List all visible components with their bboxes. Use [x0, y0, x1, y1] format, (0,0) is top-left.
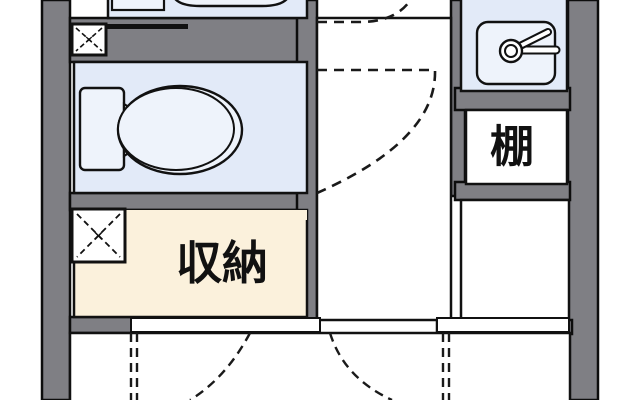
storage-notch [124, 210, 307, 220]
window-x-mark-b [75, 27, 103, 52]
wall-right-outer [566, 0, 600, 400]
toilet-fixture [78, 84, 244, 176]
toilet-bowl-seat [117, 87, 235, 171]
wall-toilet-storage-divider [68, 191, 319, 212]
sliding-track-right [436, 317, 570, 333]
window-large-x-mark-b [76, 213, 121, 258]
wall-left-outer [40, 0, 72, 400]
opening-ledge-small [106, 24, 188, 29]
opening-small-upper: × [70, 22, 188, 57]
storage-room-label: 収納 [176, 236, 268, 290]
bathtub-basin [174, 0, 288, 8]
opening-large-lower: × [70, 207, 127, 264]
bathtub-ledge [110, 0, 166, 12]
faucet-base-inner [504, 44, 518, 58]
room-lower-living [68, 331, 572, 400]
door-arc-upper [317, 0, 413, 24]
shelf-room-label: 棚 [490, 122, 534, 173]
sliding-doors-bottom [129, 317, 570, 400]
room-corridor [315, 16, 453, 322]
sliding-leaf-c [189, 332, 252, 400]
sliding-leaf-d [328, 332, 393, 400]
sliding-track-left [130, 317, 321, 333]
window-x-glyph-large: × [93, 229, 104, 244]
door-swings [316, 0, 437, 195]
door-arc-corridor [316, 68, 437, 195]
washbasin-fixture [475, 20, 561, 86]
room-right [459, 198, 571, 322]
bathtub-fixture [110, 0, 288, 12]
window-x-glyph-small: × [84, 33, 93, 46]
room-shelf-alcove [464, 108, 569, 186]
